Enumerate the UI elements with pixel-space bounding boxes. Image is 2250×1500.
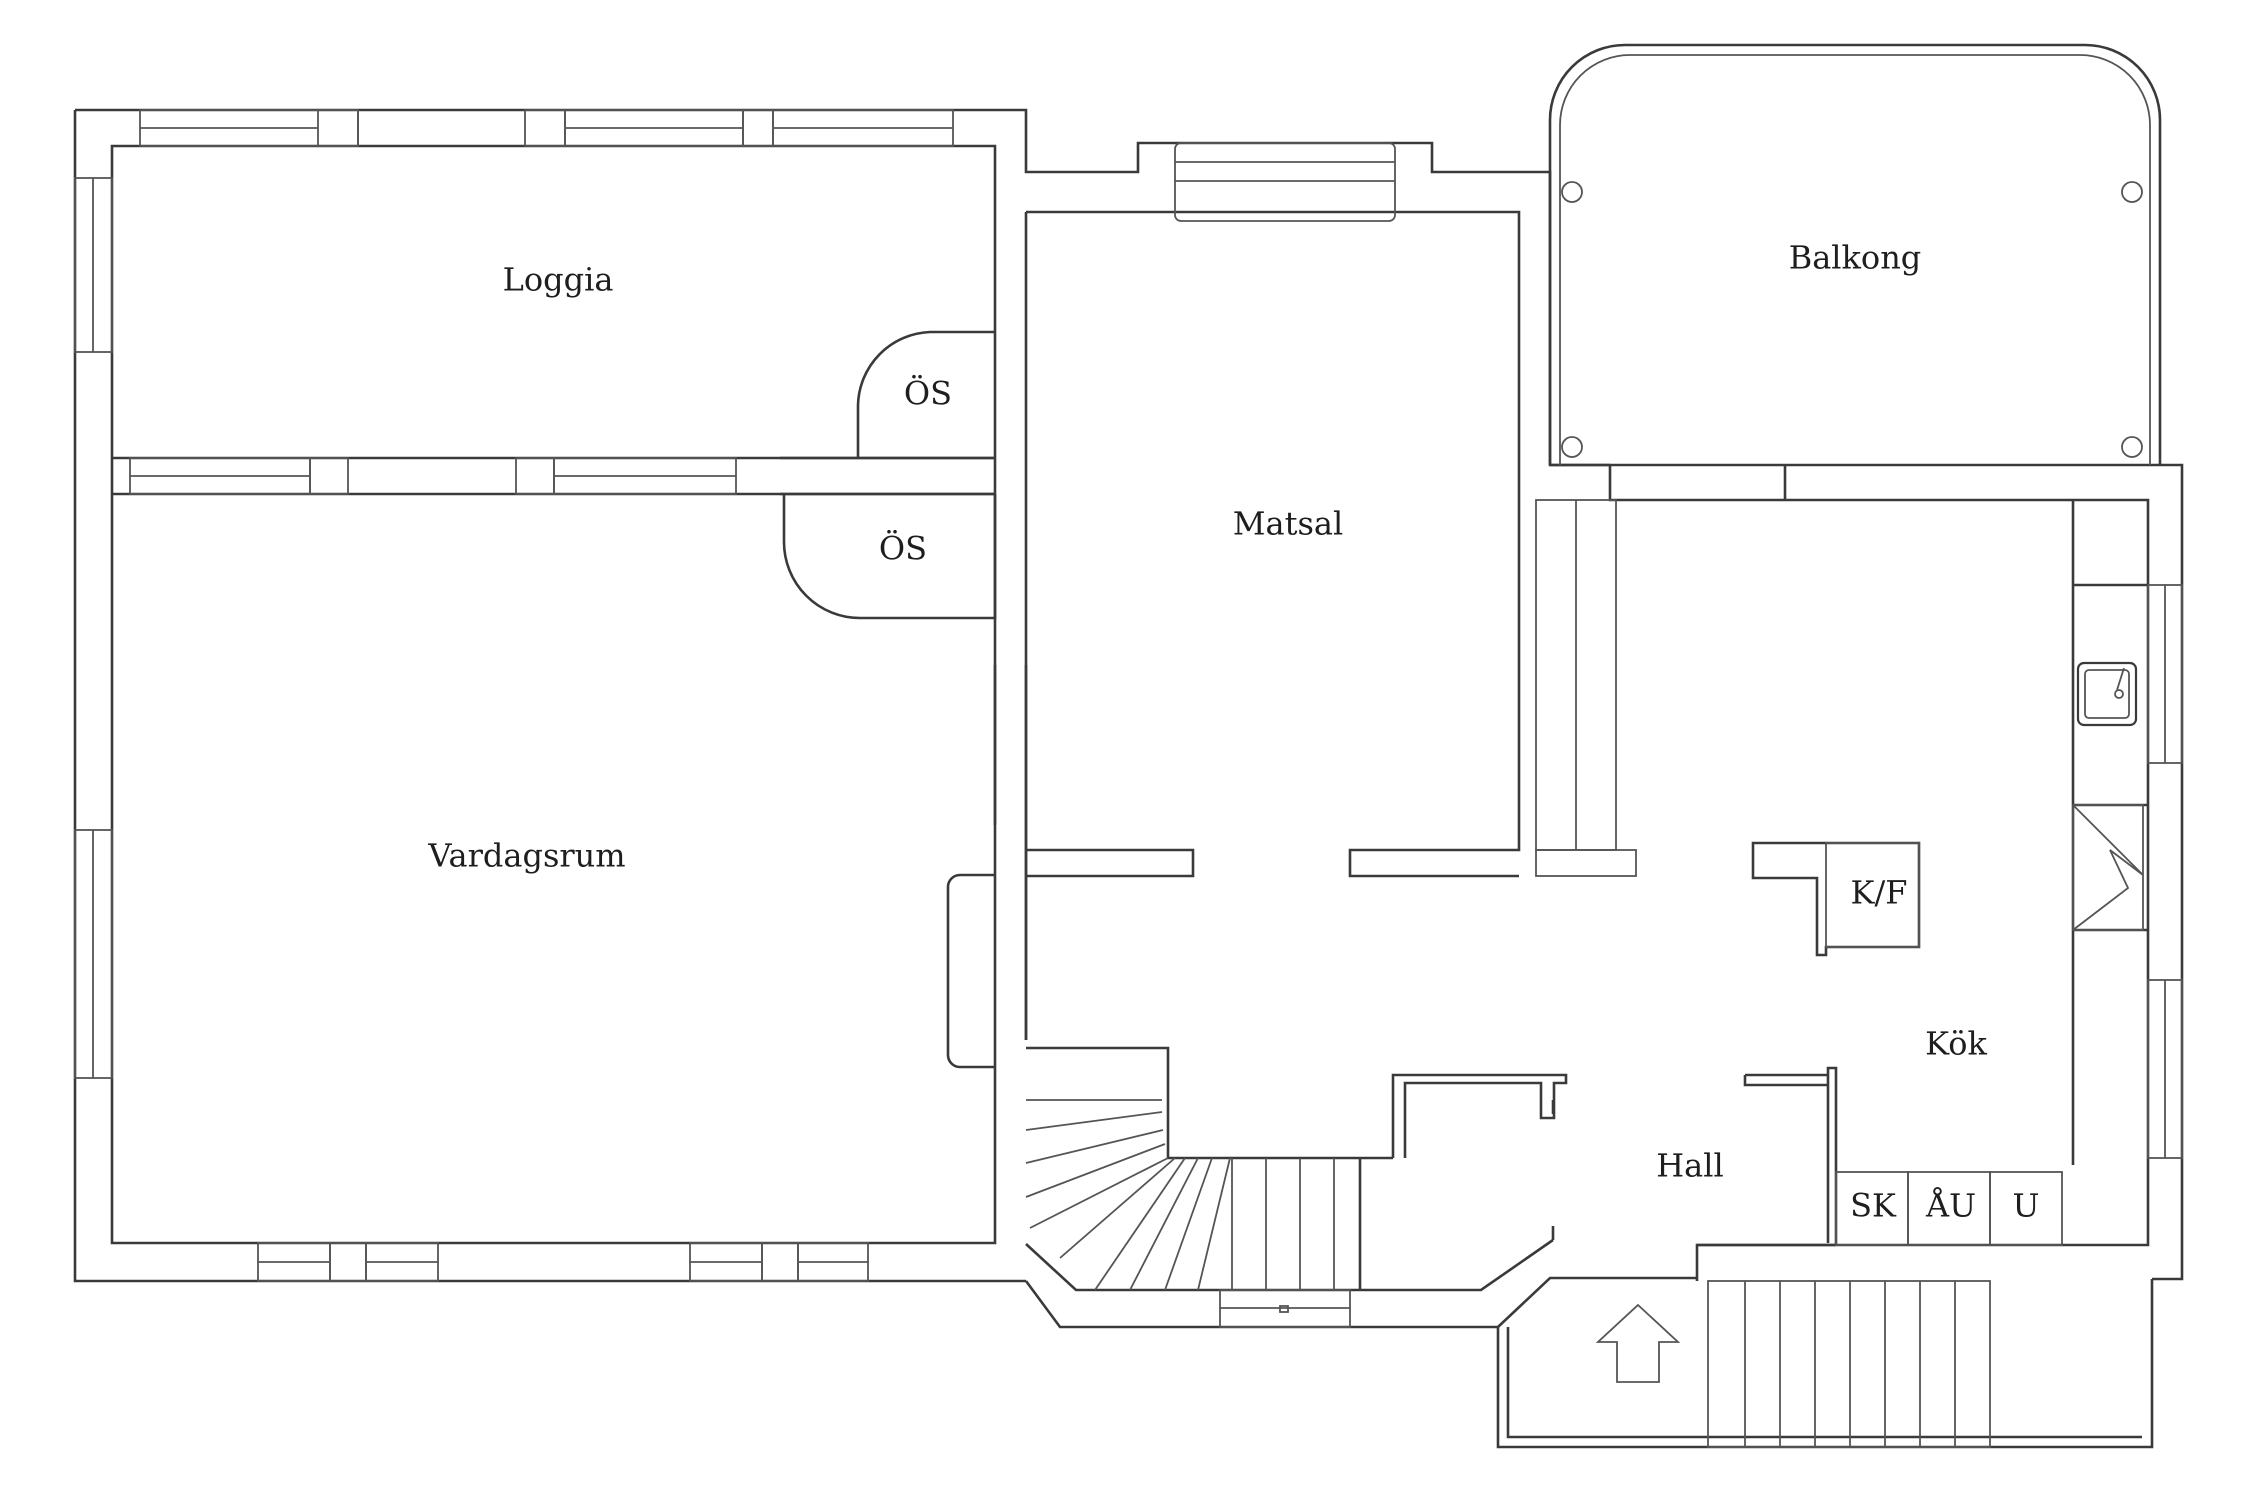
outer-walls	[73, 108, 2184, 1449]
entrance-arrow-icon	[1595, 1303, 1681, 1383]
label-os-vardagsrum: ÖS	[879, 530, 927, 568]
label-kf: K/F	[1851, 874, 1908, 912]
label-au: ÅU	[1925, 1187, 1976, 1225]
label-kok: Kök	[1925, 1025, 1987, 1063]
fireplace	[946, 665, 1028, 1069]
label-hall: Hall	[1656, 1147, 1723, 1185]
shelf	[1535, 499, 1637, 877]
staircase	[1025, 1046, 1393, 1291]
kitchen-cabinets	[1835, 1171, 2063, 1246]
windows	[74, 109, 2183, 1328]
sink-icon	[2076, 661, 2138, 727]
label-u: U	[2013, 1187, 2040, 1225]
label-vardagsrum: Vardagsrum	[427, 837, 625, 875]
room-labels: Loggia ÖS ÖS Vardagsrum Matsal Balkong K…	[427, 239, 2039, 1225]
label-balkong: Balkong	[1789, 239, 1922, 277]
entrance-stairs	[1707, 1280, 1991, 1448]
closets	[782, 330, 997, 620]
kitchen-fridge	[1751, 841, 1921, 957]
label-matsal: Matsal	[1233, 505, 1343, 543]
label-sk: SK	[1850, 1187, 1897, 1225]
hall-walls	[1391, 1066, 1838, 1247]
balcony	[1548, 43, 2162, 465]
label-os-loggia: ÖS	[904, 375, 952, 413]
stove-icon	[2072, 804, 2144, 931]
label-loggia: Loggia	[503, 261, 614, 299]
